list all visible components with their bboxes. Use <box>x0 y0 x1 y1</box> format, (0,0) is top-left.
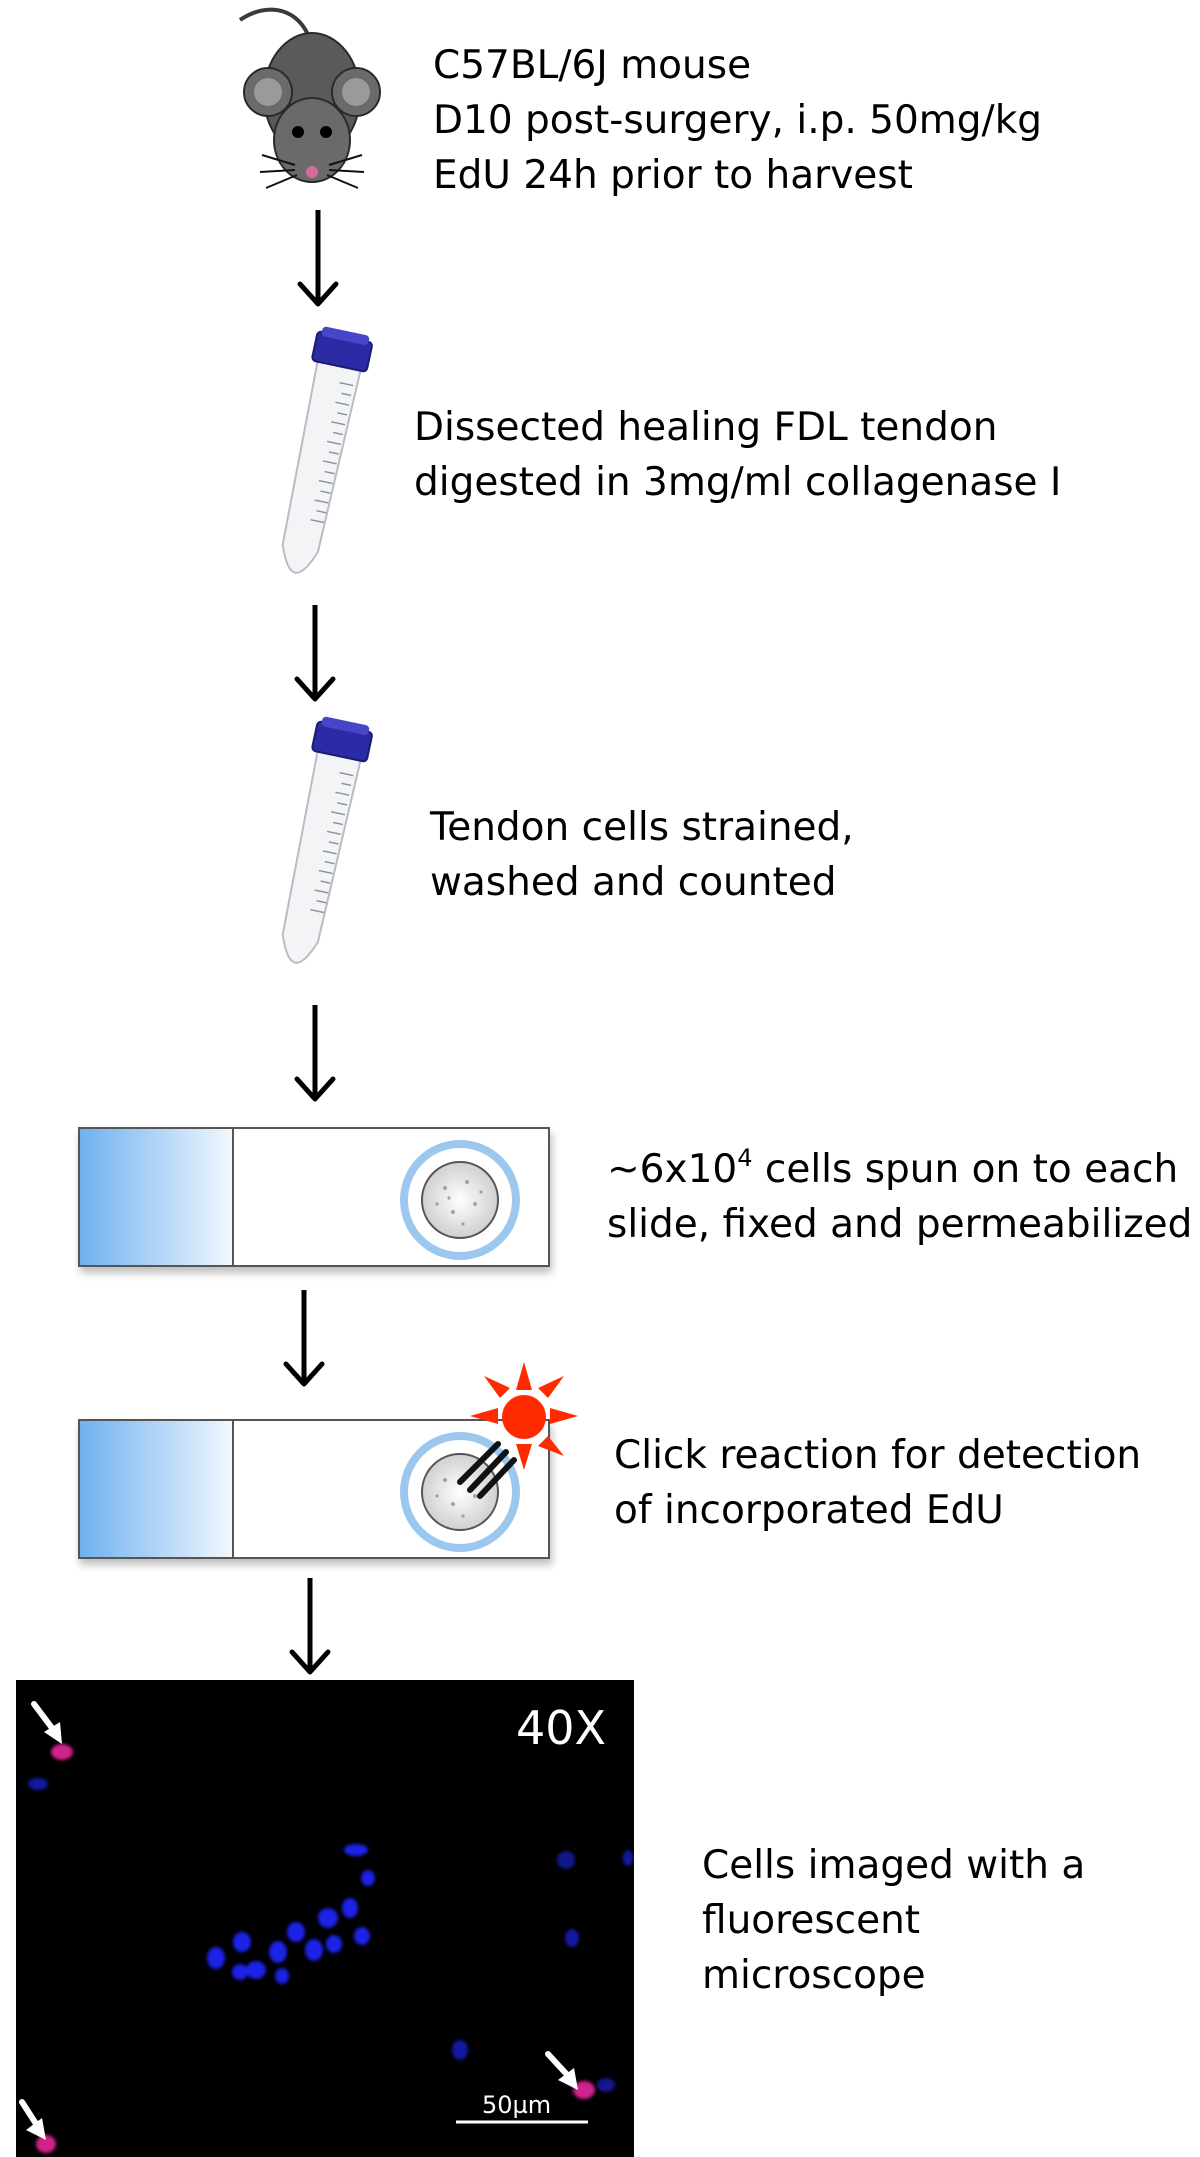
text-line: microscope <box>702 1953 926 1998</box>
micrograph-image <box>19 1701 633 2153</box>
pointer-arrow-icon <box>545 2051 578 2090</box>
pointer-arrow-icon <box>19 2099 46 2140</box>
text-line: Tendon cells strained, <box>430 805 854 850</box>
text-line: Dissected healing FDL tendon <box>414 405 998 450</box>
arrow-icon <box>283 1290 325 1387</box>
tube-icon <box>281 716 373 964</box>
arrow-icon <box>294 1005 336 1102</box>
step-click-text: Click reaction for detection of incorpor… <box>614 1428 1141 1538</box>
text-line: slide, fixed and permeabilized <box>607 1202 1193 1247</box>
text-line: EdU 24h prior to harvest <box>433 153 913 198</box>
arrow-icon <box>297 210 339 307</box>
text-line: digested in 3mg/ml collagenase I <box>414 460 1062 505</box>
magnification-label: 40X <box>515 1701 606 1755</box>
exponent: 4 <box>737 1144 753 1172</box>
text-line: C57BL/6J mouse <box>433 43 752 88</box>
fluorophore-icon <box>457 1362 578 1499</box>
text-line: Cells imaged with a <box>702 1843 1086 1888</box>
step-spin-text: ~6x104 cells spun on to each slide, fixe… <box>607 1142 1192 1252</box>
text-prefix: ~6x10 <box>607 1147 738 1192</box>
text-line: ~6x104 cells spun on to each <box>607 1142 1192 1197</box>
tube-icon <box>281 326 373 574</box>
scale-bar-label: 50µm <box>482 2091 552 2119</box>
step-strain-text: Tendon cells strained, washed and counte… <box>430 800 854 910</box>
step-digest-text: Dissected healing FDL tendon digested in… <box>414 400 1061 510</box>
arrow-icon <box>294 605 336 702</box>
slide-icon <box>78 1419 550 1559</box>
arrow-icon <box>289 1578 331 1675</box>
text-rest: cells spun on to each <box>752 1147 1179 1192</box>
step-mouse-text: C57BL/6J mouse D10 post-surgery, i.p. 50… <box>433 38 1042 203</box>
micrograph-panel: 40X 50µm <box>16 1680 634 2157</box>
text-line: washed and counted <box>430 860 837 905</box>
text-line: D10 post-surgery, i.p. 50mg/kg <box>433 98 1043 143</box>
step-image-text: Cells imaged with a fluorescent microsco… <box>702 1838 1085 2003</box>
text-line: fluorescent <box>702 1898 921 1943</box>
text-line: Click reaction for detection <box>614 1433 1142 1478</box>
mouse-icon <box>238 7 381 189</box>
slide-icon <box>78 1127 550 1267</box>
pointer-arrow-icon <box>31 1701 62 1744</box>
text-line: of incorporated EdU <box>614 1488 1004 1533</box>
